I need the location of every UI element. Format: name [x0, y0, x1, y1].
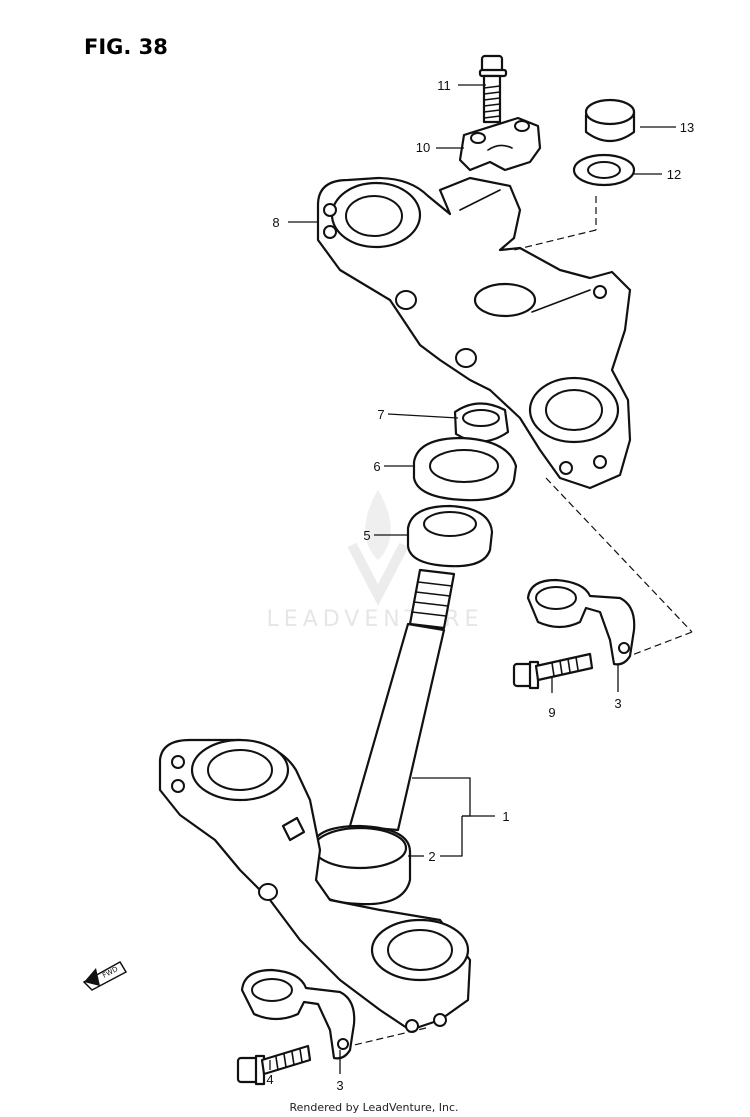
- part-bolt-9: [512, 652, 594, 690]
- callout-7: 7: [377, 407, 384, 422]
- callout-11: 11: [437, 78, 451, 93]
- part-clamp-3-lower: [240, 968, 356, 1060]
- part-bolt-11: [478, 54, 508, 124]
- leader-lines: [269, 84, 676, 1074]
- part-clamp-3-upper: [526, 578, 636, 666]
- callouts: 11 10 13 12 8 7 6 5 9 3 1 2 4 3: [266, 78, 694, 1093]
- callout-13: 13: [680, 120, 694, 135]
- callout-3-upper: 3: [614, 696, 621, 711]
- callout-1: 1: [502, 809, 509, 824]
- callout-10: 10: [416, 140, 430, 155]
- front-arrow-icon: FWD: [82, 960, 128, 991]
- part-washer-12: [572, 153, 636, 187]
- part-stem-1: [348, 568, 456, 832]
- callout-12: 12: [667, 167, 681, 182]
- part-upper-bracket-8: [316, 176, 632, 490]
- figure-title: FIG. 38: [84, 35, 168, 59]
- part-bolt-4: [236, 1044, 312, 1086]
- part-bearing-6: [412, 436, 518, 502]
- callout-8: 8: [272, 215, 279, 230]
- part-seal-2: [310, 824, 412, 906]
- centerlines: [349, 196, 693, 1047]
- part-cap-13: [584, 98, 636, 143]
- part-holder-10: [458, 116, 542, 172]
- footer-credit: Rendered by LeadVenture, Inc.: [289, 1101, 458, 1114]
- watermark-text: LEADVENTURE: [267, 607, 484, 632]
- callout-2: 2: [428, 849, 435, 864]
- part-bearing-5: [406, 504, 494, 568]
- callout-9: 9: [548, 705, 555, 720]
- part-lower-bracket: [158, 738, 472, 1033]
- callout-6: 6: [373, 459, 380, 474]
- part-nut-7: [453, 402, 510, 443]
- callout-5: 5: [363, 528, 370, 543]
- callout-4: 4: [266, 1072, 273, 1087]
- callout-3-lower: 3: [336, 1078, 343, 1093]
